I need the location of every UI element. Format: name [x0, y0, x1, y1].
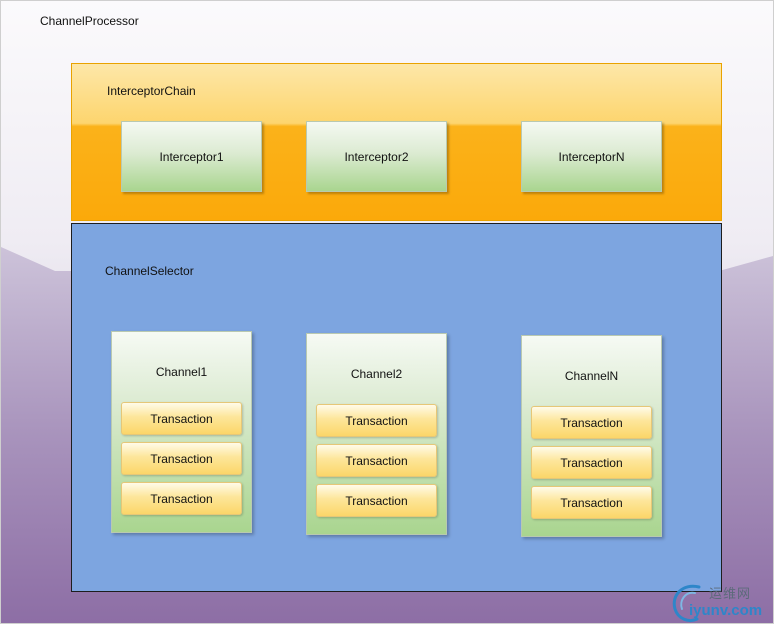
watermark-logo: 运维网 iyunv.com — [669, 581, 773, 623]
transaction-box: Transaction — [531, 446, 652, 479]
transaction-box: Transaction — [121, 482, 242, 515]
channel-title: Channel2 — [350, 367, 403, 381]
channel-n: ChannelN Transaction Transaction Transac… — [521, 335, 662, 537]
transaction-box: Transaction — [531, 406, 652, 439]
watermark-en-text: iyunv.com — [689, 602, 763, 619]
channel-1: Channel1 Transaction Transaction Transac… — [111, 331, 252, 533]
interceptor-1: Interceptor1 — [121, 121, 262, 192]
channel-title: ChannelN — [564, 369, 619, 383]
channel-title: Channel1 — [155, 365, 208, 379]
transaction-box: Transaction — [316, 444, 437, 477]
channel-selector-box: ChannelSelector Channel1 Transaction Tra… — [71, 223, 722, 592]
channel-2: Channel2 Transaction Transaction Transac… — [306, 333, 447, 535]
interceptor-2: Interceptor2 — [306, 121, 447, 192]
transaction-box: Transaction — [121, 442, 242, 475]
interceptor-chain-label: InterceptorChain — [107, 84, 196, 98]
interceptor-chain-box: InterceptorChain Interceptor1 Intercepto… — [71, 63, 722, 221]
watermark-swirl-icon — [672, 584, 701, 623]
channel-processor-label: ChannelProcessor — [40, 14, 139, 28]
transaction-box: Transaction — [531, 486, 652, 519]
transaction-box: Transaction — [121, 402, 242, 435]
watermark-cn-text: 运维网 — [709, 587, 752, 602]
channel-selector-label: ChannelSelector — [105, 264, 194, 278]
transaction-box: Transaction — [316, 484, 437, 517]
interceptor-n: InterceptorN — [521, 121, 662, 192]
transaction-box: Transaction — [316, 404, 437, 437]
